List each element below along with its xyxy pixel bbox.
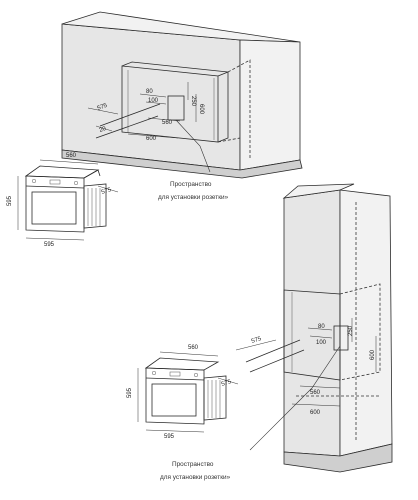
dim-575: 575 [97, 103, 109, 112]
tall-cabinet-top [282, 183, 355, 199]
dim-600-width: 600 [310, 410, 321, 416]
dim-595-width: 595 [164, 434, 175, 440]
tall-cabinet-plinth [283, 443, 393, 473]
tall-cabinet-front-face [283, 189, 341, 457]
dim-100: 100 [316, 340, 327, 346]
caption-socket-top-line1: Пространство [170, 181, 212, 188]
caption-socket-bottom-line2: для установки розетки» [160, 474, 231, 481]
dim-600-height: 600 [198, 104, 204, 115]
tall-cabinet-hidden-edge [339, 283, 381, 381]
socket-leader-bottom [249, 345, 341, 451]
dim-80: 80 [146, 89, 153, 95]
dim-560: 560 [162, 120, 173, 126]
dim-20: 20 [99, 126, 108, 134]
socket-leader-top [175, 119, 211, 173]
tall-cabinet: 575 80 100 250 600 560 600 [235, 183, 393, 473]
dim-600-height: 600 [370, 349, 376, 360]
dim-80: 80 [318, 324, 325, 330]
tall-cabinet-side [339, 189, 393, 457]
dim-575: 575 [101, 187, 113, 196]
dim-560: 560 [188, 345, 199, 351]
oven-right-body [203, 375, 227, 421]
dim-595-height: 595 [7, 195, 13, 206]
dim-560: 560 [310, 390, 321, 396]
dim-595-width: 595 [44, 242, 55, 248]
dim-575: 575 [221, 379, 233, 388]
oven-right: 560 595 575 595 [127, 345, 239, 440]
cabinet-plinth [61, 149, 303, 179]
dim-575: 575 [251, 336, 263, 345]
oven-left-dimensions: 560 595 575 595 [7, 153, 119, 248]
oven-right-door-window [151, 383, 197, 417]
dim-250: 250 [348, 325, 354, 336]
cabinet-hidden-edge [227, 59, 251, 158]
caption-socket-top-line2: для установки розетки» [158, 194, 229, 201]
top-cabinet-dimensions: 575 80 100 250 600 560 20 600 [87, 82, 204, 142]
dim-560: 560 [66, 153, 77, 159]
dim-100: 100 [148, 98, 159, 104]
oven-left-door-window [31, 191, 77, 225]
oven-right-dimensions: 560 595 575 595 [127, 345, 239, 440]
dim-595-height: 595 [127, 387, 133, 398]
caption-socket-bottom-line1: Пространство [172, 461, 214, 468]
socket-zone [333, 325, 349, 351]
cabinet-side-face [239, 39, 301, 171]
oven-right-top [144, 357, 220, 371]
oven-left: 560 595 575 595 [7, 153, 119, 248]
dim-250: 250 [190, 96, 196, 107]
cabinet-front-face [61, 23, 241, 171]
dim-600-width: 600 [146, 136, 157, 142]
under-counter-cabinet: 575 80 100 250 600 560 20 600 [61, 11, 303, 179]
tall-cabinet-dimensions: 575 80 100 250 600 560 600 [235, 318, 377, 416]
oven-left-body [83, 183, 107, 229]
